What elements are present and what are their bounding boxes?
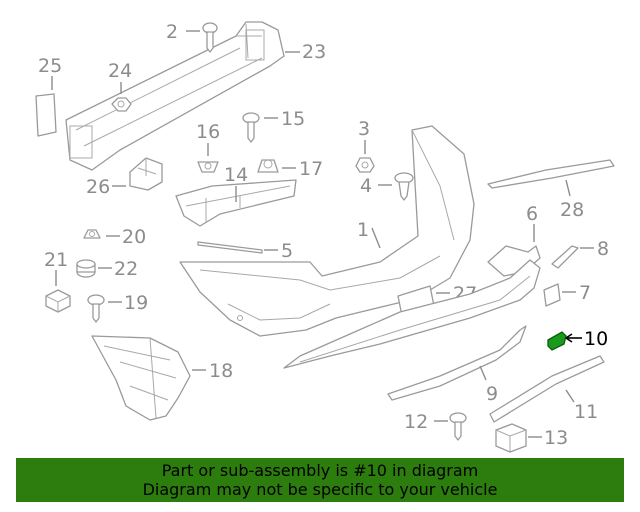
callout-12: 12 [404, 411, 428, 433]
part-16-clip-nut[interactable]: 16 [196, 121, 220, 173]
part-25-bracket[interactable]: 25 [35, 55, 62, 137]
callout-11: 11 [574, 401, 598, 423]
part-15-bolt[interactable]: 15 [242, 108, 305, 143]
part-14-side-bracket[interactable]: 14 [175, 164, 297, 227]
part-20-clip[interactable]: 20 [83, 226, 146, 248]
part-12-bolt[interactable]: 12 [404, 411, 467, 441]
callout-6: 6 [526, 203, 538, 225]
callout-16: 16 [196, 121, 220, 143]
callout-17: 17 [299, 158, 323, 180]
callout-13: 13 [544, 427, 568, 449]
part-23-bumper-reinforcement[interactable]: 23 [65, 21, 326, 171]
part-8-small-trim[interactable]: 8 [551, 238, 609, 269]
callout-28: 28 [560, 199, 584, 221]
part-24-nut[interactable]: 24 [108, 60, 132, 112]
callout-26: 26 [86, 176, 110, 198]
banner-line-1: Part or sub-assembly is #10 in diagram [161, 461, 479, 480]
part-17-mount[interactable]: 17 [257, 158, 323, 180]
callout-20: 20 [122, 226, 146, 248]
parts-diagram: 23 2 25 24 15 16 17 [35, 21, 615, 453]
part-10-highlighted[interactable]: 10 [547, 328, 608, 351]
part-21-block[interactable]: 21 [44, 249, 71, 313]
part-4-push-clip[interactable]: 4 [360, 172, 414, 201]
part-5-trim-strip[interactable]: 5 [197, 240, 293, 262]
info-banner: Part or sub-assembly is #10 in diagram D… [16, 458, 624, 502]
callout-25: 25 [38, 55, 62, 77]
callout-8: 8 [597, 238, 609, 260]
callout-23: 23 [302, 41, 326, 63]
part-1-bumper-cover[interactable]: 1 [179, 125, 475, 337]
callout-7: 7 [579, 282, 591, 304]
part-3-nut[interactable]: 3 [355, 118, 375, 173]
part-11-lower-strip[interactable]: 11 [489, 355, 605, 423]
part-26-sensor-bracket[interactable]: 26 [86, 157, 163, 198]
part-9-lower-valance[interactable]: 9 [283, 259, 541, 405]
callout-24: 24 [108, 60, 132, 82]
callout-15: 15 [281, 108, 305, 130]
part-22-grommet[interactable]: 22 [76, 258, 138, 280]
callout-1: 1 [357, 219, 369, 241]
part-2-bolt[interactable]: 2 [166, 21, 218, 53]
part-13-block[interactable]: 13 [495, 423, 568, 453]
banner-line-2: Diagram may not be specific to your vehi… [142, 480, 498, 499]
callout-14: 14 [224, 164, 248, 186]
callout-21: 21 [44, 249, 68, 271]
callout-4: 4 [360, 175, 372, 197]
callout-5: 5 [281, 240, 293, 262]
callout-22: 22 [114, 258, 138, 280]
callout-2: 2 [166, 21, 178, 43]
callout-18: 18 [209, 360, 233, 382]
part-18-air-guide[interactable]: 18 [91, 335, 233, 421]
callout-3: 3 [358, 118, 370, 140]
part-28-trim-bar[interactable]: 28 [487, 159, 615, 221]
callout-19: 19 [124, 292, 148, 314]
part-19-bolt[interactable]: 19 [87, 292, 148, 323]
part-7-reflector[interactable]: 7 [543, 282, 591, 307]
callout-10: 10 [584, 328, 608, 350]
callout-9: 9 [486, 383, 498, 405]
